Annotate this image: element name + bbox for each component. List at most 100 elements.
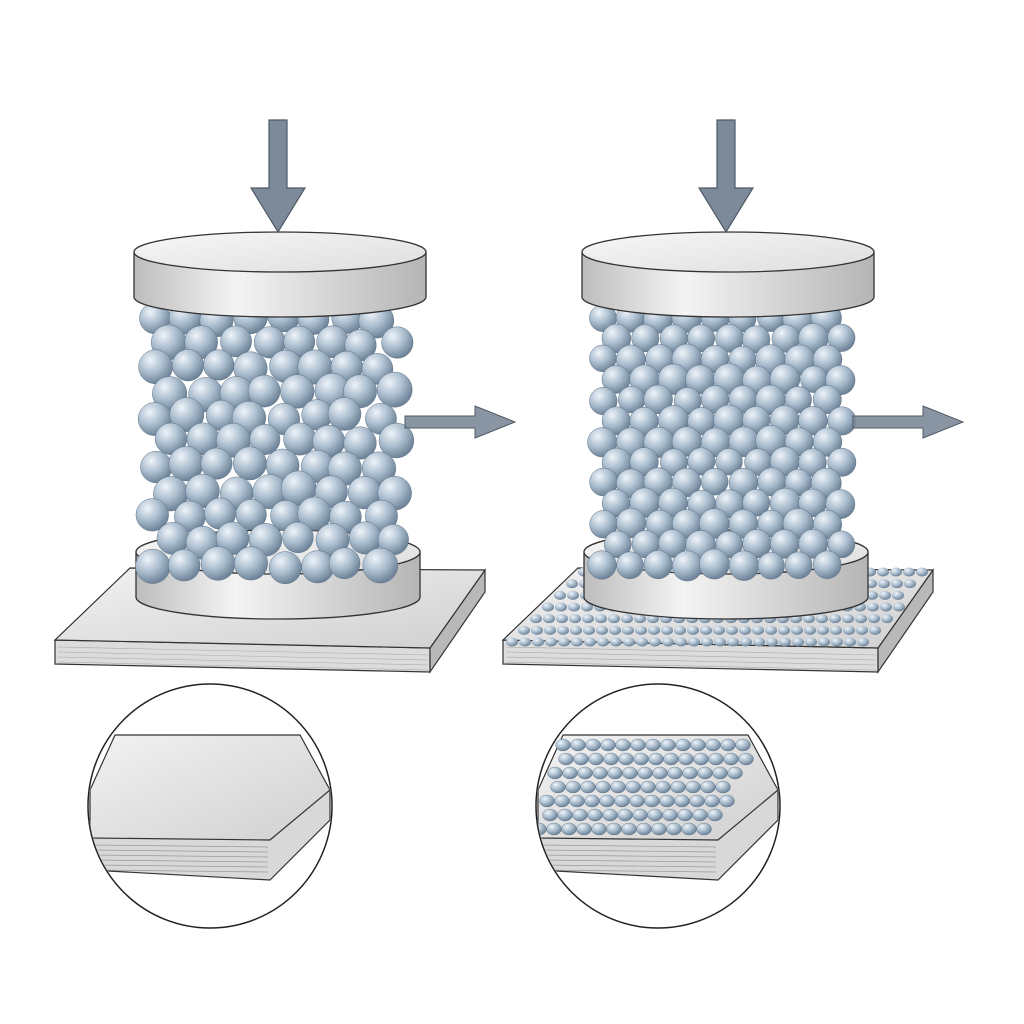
surface-sphere [707,808,723,822]
surface-sphere [595,614,607,624]
particle-sphere [757,552,785,580]
surface-sphere [615,738,631,752]
surface-sphere [625,780,641,794]
surface-sphere [892,590,904,600]
surface-sphere [816,614,828,624]
surface-sphere [712,766,728,780]
surface-sphere [607,766,623,780]
surface-sphere [666,822,682,836]
particle-sphere [784,386,812,414]
surface-sphere [621,614,633,624]
surface-sphere [727,766,743,780]
surface-sphere [817,625,829,635]
surface-sphere [818,637,830,647]
surface-sphere [550,780,566,794]
surface-sphere [752,625,764,635]
surface-sphere [904,579,916,589]
arrow-right-icon [404,405,517,439]
surface-sphere [555,602,567,612]
particle-sphere [629,447,659,477]
surface-sphere [726,625,738,635]
surface-sphere [779,637,791,647]
surface-sphere [591,822,607,836]
surface-sphere [877,567,889,577]
surface-sphere [878,579,890,589]
particle-sphere [381,326,414,359]
surface-sphere [597,637,609,647]
surface-sphere [674,794,690,808]
surface-sphere [546,822,562,836]
particle-sphere [378,422,415,459]
surface-sphere [595,780,611,794]
particle-sphere [687,324,715,353]
particle-sphere [282,521,314,554]
particle-sphere [327,397,362,431]
surface-sphere [518,625,530,635]
surface-sphere [715,780,731,794]
surface-sphere [603,752,619,766]
surface-sphere [708,752,724,766]
surface-sphere [890,567,902,577]
surface-sphere [735,738,751,752]
surface-sphere [868,614,880,624]
particle-sphere [235,498,267,530]
surface-sphere [687,625,699,635]
surface-sphere [681,822,697,836]
surface-sphere [674,625,686,635]
surface-sphere [869,625,881,635]
surface-sphere [569,794,585,808]
particle-sphere [280,374,315,409]
surface-sphere [700,625,712,635]
surface-sphere [866,590,878,600]
particle-sphere [301,550,335,584]
particle-sphere [631,324,660,353]
surface-sphere [610,637,622,647]
surface-sphere [571,637,583,647]
surface-sphere [637,766,653,780]
surface-sphere [727,637,739,647]
surface-sphere [544,625,556,635]
particle-sphere [616,551,644,579]
particle-sphere [135,498,169,532]
surface-sphere [573,752,589,766]
surface-sphere [532,637,544,647]
surface-sphere [659,794,675,808]
surface-sphere [704,794,720,808]
surface-sphere [565,780,581,794]
surface-sphere [623,637,635,647]
surface-sphere [693,752,709,766]
particle-sphere [220,325,252,358]
particle-sphere [268,551,302,585]
surface-sphere [740,637,752,647]
surface-sphere [765,625,777,635]
surface-sphere [880,602,892,612]
surface-sphere [602,808,618,822]
surface-sphere [701,637,713,647]
surface-sphere [700,780,716,794]
particle-sphere [742,488,771,517]
surface-sphere [692,808,708,822]
surface-sphere [555,738,571,752]
surface-sphere [778,625,790,635]
surface-sphere [690,738,706,752]
surface-sphere [855,614,867,624]
surface-sphere [572,808,588,822]
arrow-right-icon [852,405,965,439]
particle-sphere [601,323,632,354]
particle-sphere [643,550,673,580]
surface-sphere [562,766,578,780]
surface-sphere [581,602,593,612]
surface-sphere [891,579,903,589]
surface-sphere [903,567,915,577]
surface-sphere [558,752,574,766]
particle-sphere [169,397,205,432]
surface-sphere [916,567,928,577]
surface-sphere [584,637,596,647]
surface-sphere [566,579,578,589]
arrow-down-icon [697,119,755,234]
particle-sphere [671,550,703,582]
surface-sphere [618,752,634,766]
surface-sphere [567,590,579,600]
surface-sphere [583,625,595,635]
particle-sphere [643,384,673,415]
